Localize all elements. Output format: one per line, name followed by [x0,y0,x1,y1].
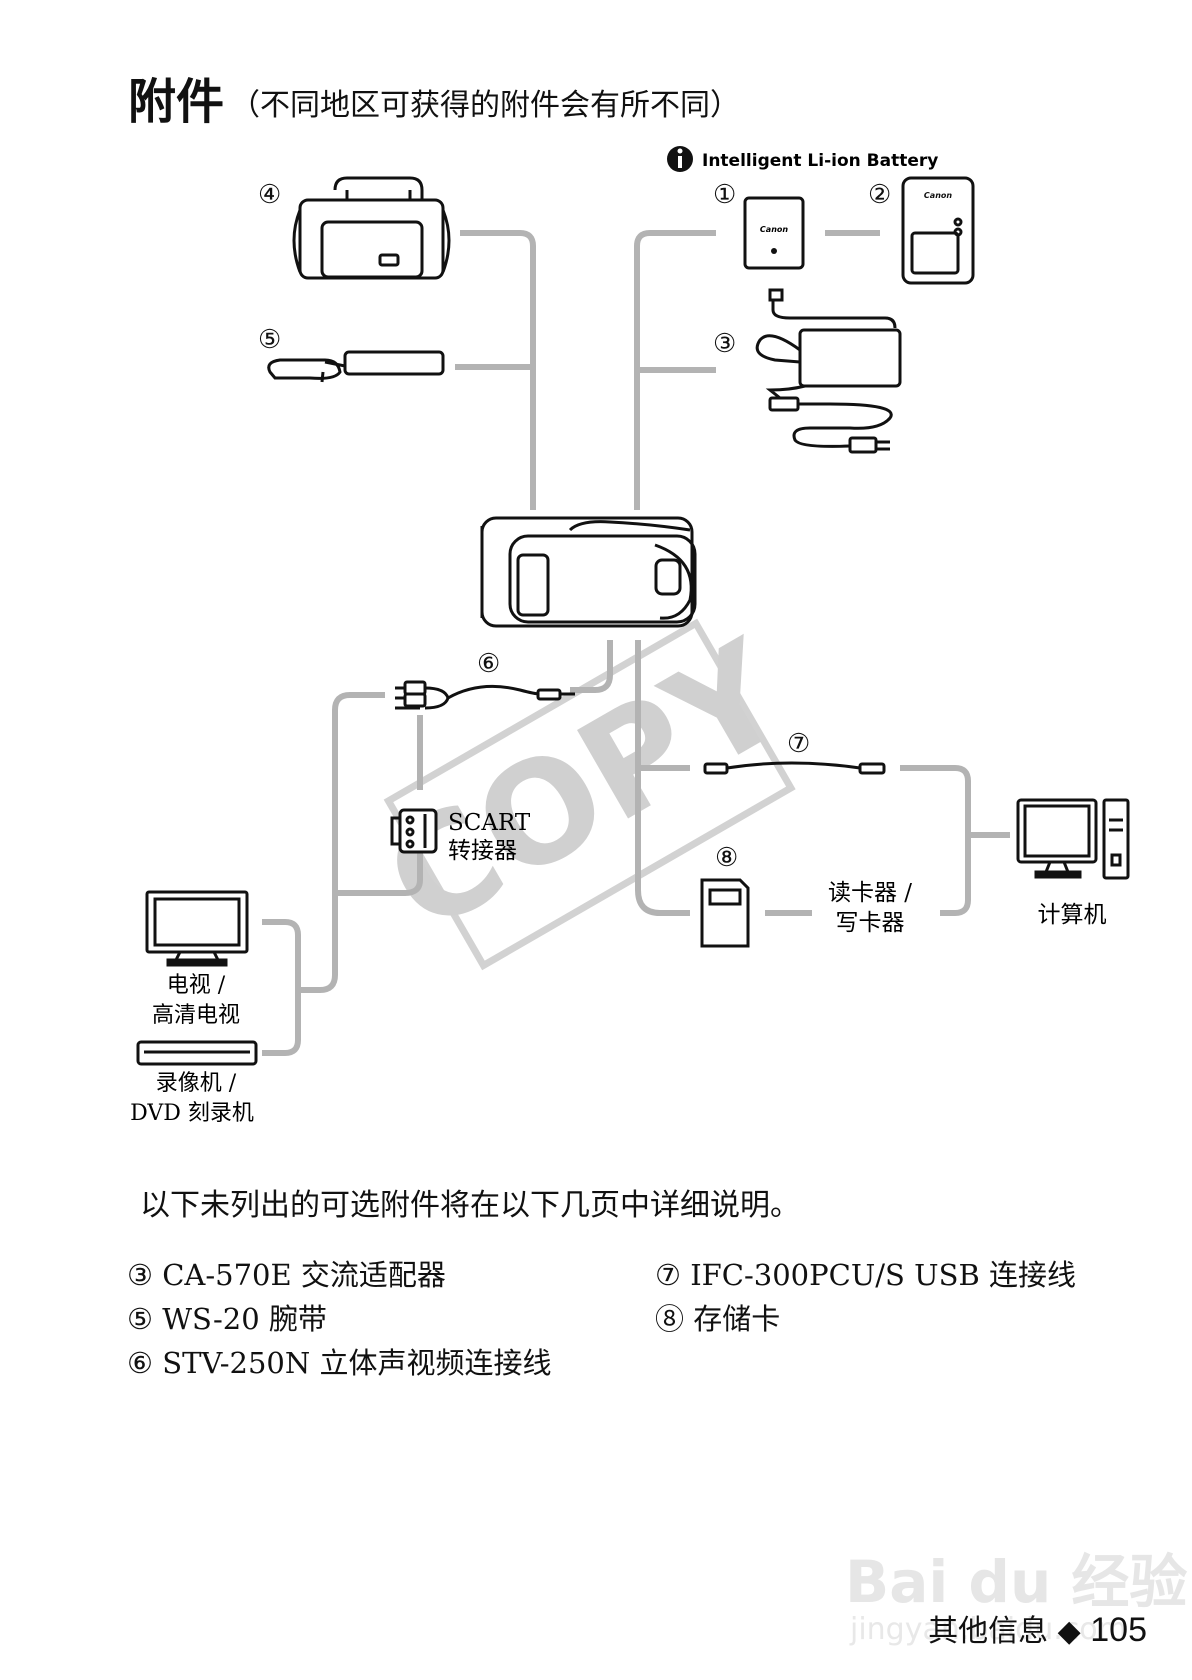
vcr-label: 录像机 / [156,1071,237,1096]
marker-2: ② [868,180,891,210]
computer-icon [1016,798,1130,880]
marker-4: ④ [258,180,281,210]
page-number: 105 [1090,1611,1147,1649]
baidu-watermark-url: jingyan.baidu.com [850,1612,1127,1647]
marker-6: ⑥ [477,649,500,679]
connector-lines [262,230,1010,1056]
info-icon [667,146,693,172]
baidu-watermark: Bai du 经验 [845,1548,1188,1616]
note-stv250n: ⑥ STV-250N 立体声视频连接线 [127,1346,552,1380]
computer-label: 计算机 [1038,902,1107,928]
scart-label: SCART [448,810,531,836]
battery-label: Intelligent Li-ion Battery [702,151,938,171]
ac-adapter-icon [755,288,902,454]
marker-5: ⑤ [258,325,281,355]
scart-adapter-icon [390,808,438,854]
marker-3: ③ [713,329,736,359]
note-ws20: ⑤ WS-20 腕带 [127,1302,327,1336]
camera-bag-icon [292,176,451,280]
accessories-diagram: COPY Canon [130,146,1130,1126]
battery-charger-icon: Canon [901,176,975,285]
vcr-label-2: DVD 刻录机 [130,1101,254,1126]
tv-label: 电视 / [167,973,226,998]
camcorder-icon [480,516,697,628]
card-reader-label: 读卡器 / [828,880,912,906]
page-footer: 其他信息 ◆ 105 [928,1606,1147,1650]
battery-icon: Canon [743,196,805,270]
marker-1: ① [713,180,736,210]
stereo-video-cable-icon [395,680,575,710]
page-subtitle: （不同地区可获得的附件会有所不同） [230,88,740,123]
marker-7: ⑦ [787,729,810,759]
svg-text:Canon: Canon [924,191,952,200]
note-ca570e: ③ CA-570E 交流适配器 [127,1258,446,1292]
usb-cable-icon [703,761,886,775]
note-memory-card: ⑧ 存储卡 [655,1302,781,1336]
marker-8: ⑧ [715,843,738,873]
copy-stamp: COPY [360,610,812,971]
svg-text:Canon: Canon [760,225,788,234]
vcr-dvd-recorder-icon [136,1040,258,1066]
memory-card-icon [700,878,750,948]
tv-icon [145,890,249,967]
wrist-strap-icon [267,350,445,383]
diamond-icon: ◆ [1057,1614,1081,1649]
card-reader-label-2: 写卡器 [836,910,905,936]
page-title: 附件 [128,74,225,130]
tv-label-2: 高清电视 [152,1003,240,1028]
intro-text: 以下未列出的可选附件将在以下几页中详细说明。 [140,1188,800,1223]
scart-label-2: 转接器 [448,838,517,864]
footer-section: 其他信息 [928,1614,1049,1649]
note-ifc300pcu: ⑦ IFC-300PCU/S USB 连接线 [655,1258,1076,1292]
